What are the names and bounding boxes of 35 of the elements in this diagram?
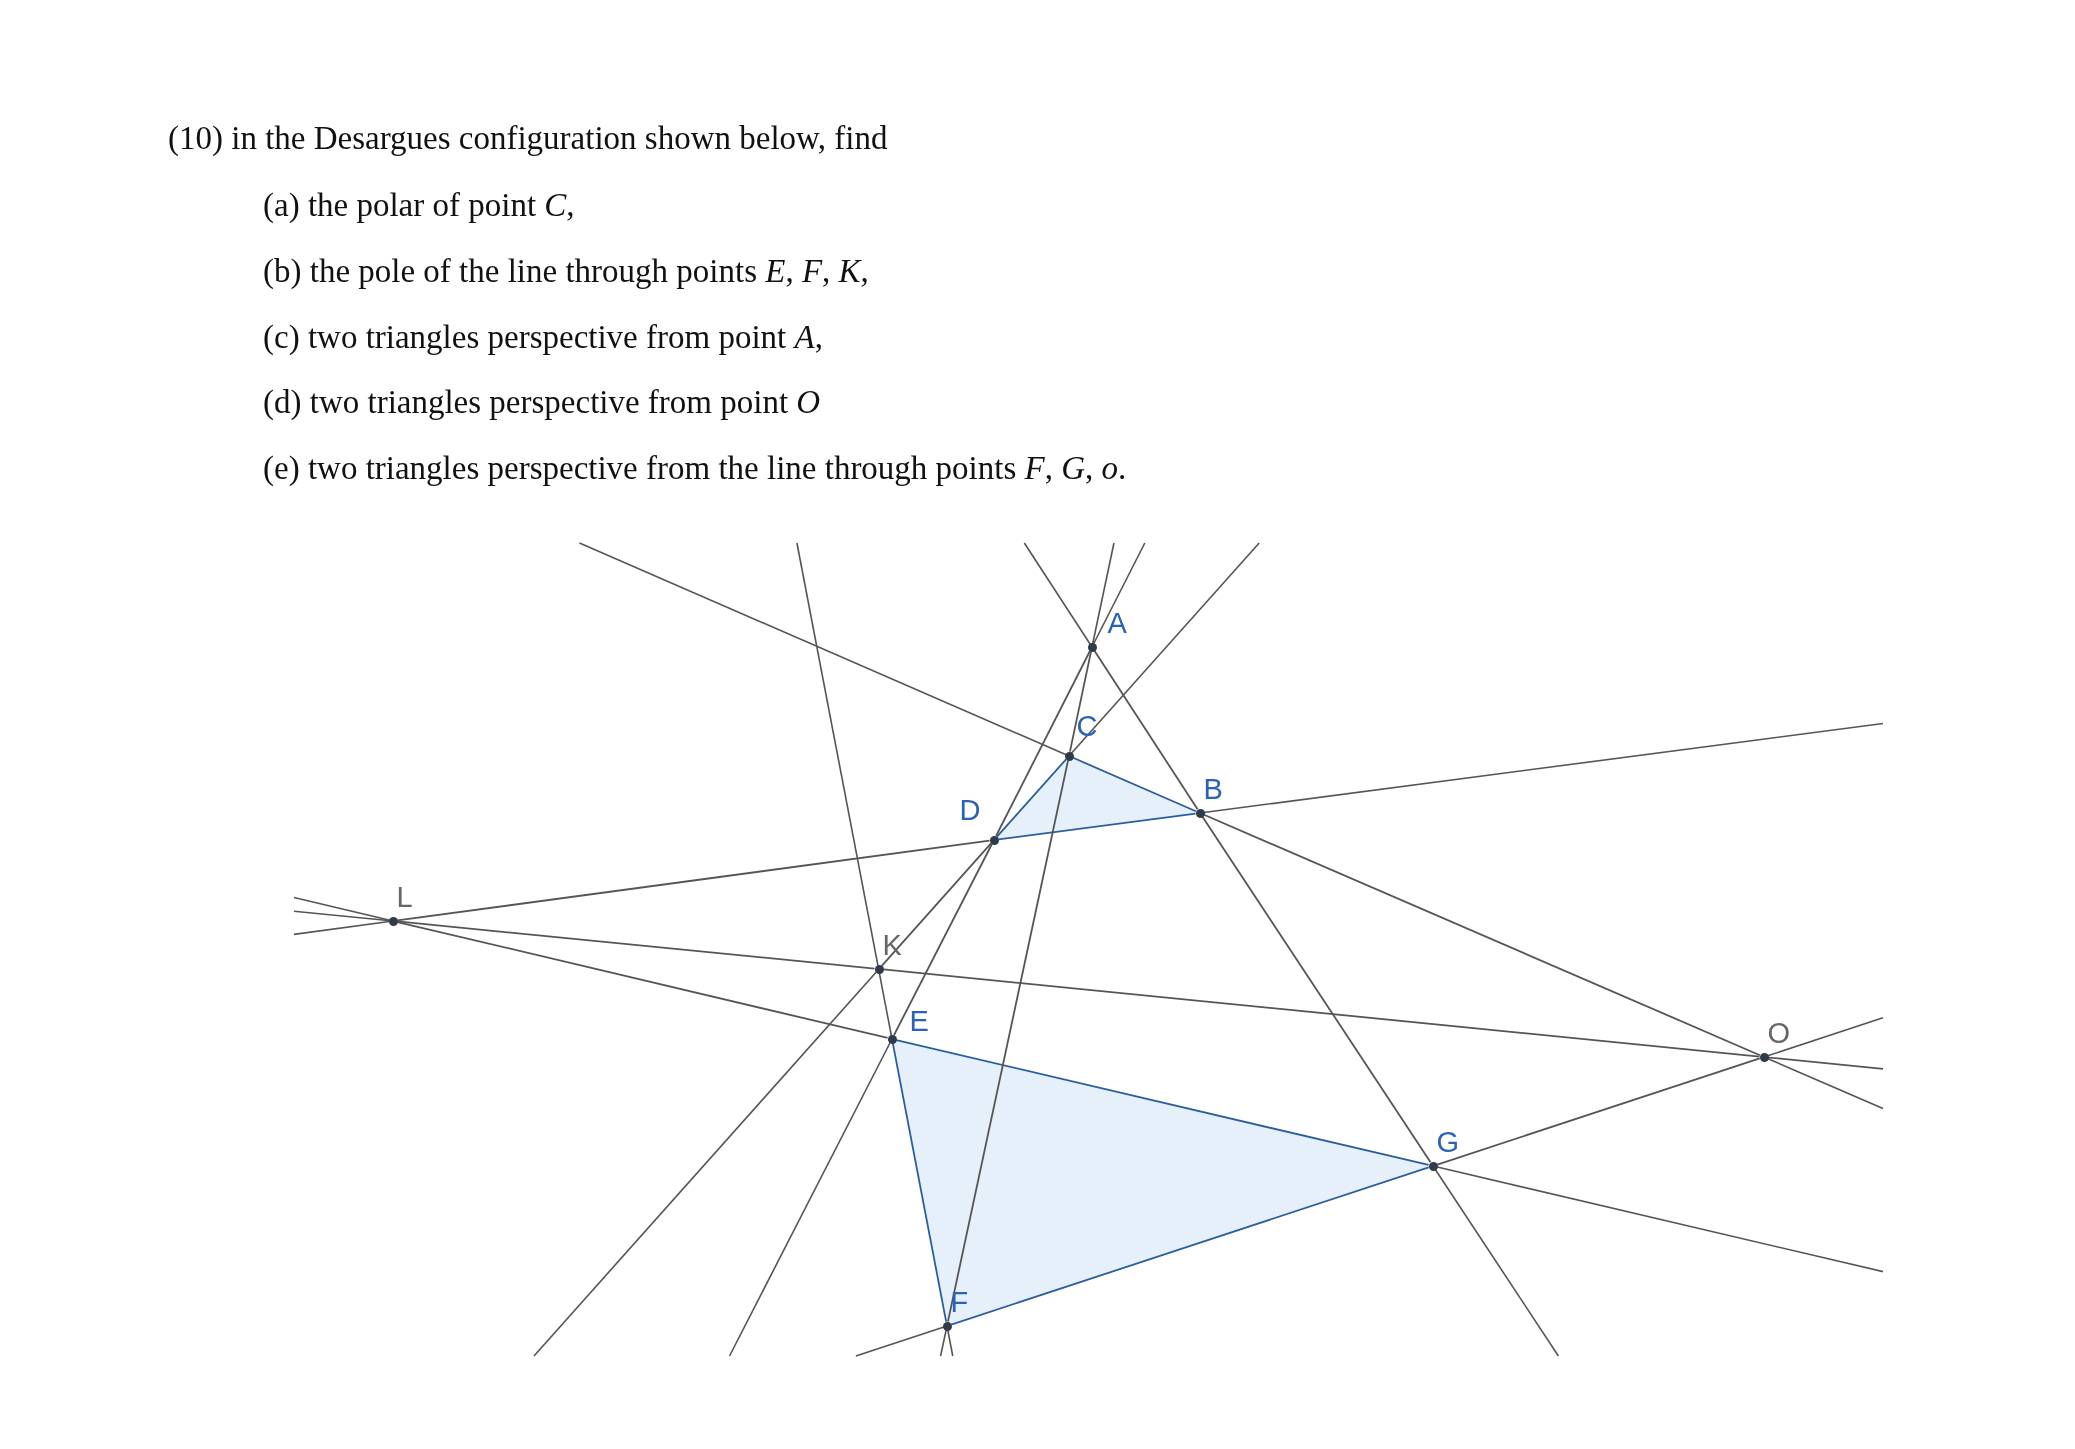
line-segment <box>947 759 1069 1323</box>
line-segment <box>1201 815 1432 1164</box>
line-segment <box>995 650 1091 837</box>
question-text: (c) two triangles perspective from point A, <box>263 318 823 356</box>
line-segment <box>1203 813 1761 1057</box>
question-text: (10) in the Desargues configuration shown below, find <box>168 119 888 157</box>
line-segment <box>893 843 993 1036</box>
point-label: L <box>396 882 413 912</box>
point-label: K <box>882 930 902 960</box>
point-label: E <box>909 1006 929 1036</box>
line-segment <box>1093 649 1199 811</box>
point-label: B <box>1203 774 1223 804</box>
line-segment <box>1072 756 1197 813</box>
line-segment <box>882 968 1761 1058</box>
line-segment <box>997 812 1197 841</box>
line-segment <box>891 1042 948 1323</box>
point-label: D <box>959 795 981 825</box>
line-segment <box>1436 1057 1761 1166</box>
question-text: (b) the pole of the line through points E, F, K, <box>263 252 869 290</box>
line-segment <box>396 920 876 970</box>
line-segment <box>950 1166 1430 1326</box>
point-label: G <box>1436 1127 1460 1157</box>
line-segment <box>996 758 1067 838</box>
question-text: (a) the polar of point C, <box>263 186 575 224</box>
line-segment <box>396 921 889 1039</box>
line-segment <box>1069 650 1092 753</box>
point-label: A <box>1107 608 1127 638</box>
line-segment <box>396 839 991 922</box>
point-label: C <box>1076 711 1098 741</box>
point-label: F <box>950 1287 969 1317</box>
question-text: (e) two triangles perspective from the line through points F, G, o. <box>263 449 1127 487</box>
line-segment <box>881 842 992 967</box>
point-label: O <box>1767 1018 1791 1048</box>
question-text: (d) two triangles perspective from point O <box>263 383 821 421</box>
line-segment <box>895 1039 1430 1166</box>
